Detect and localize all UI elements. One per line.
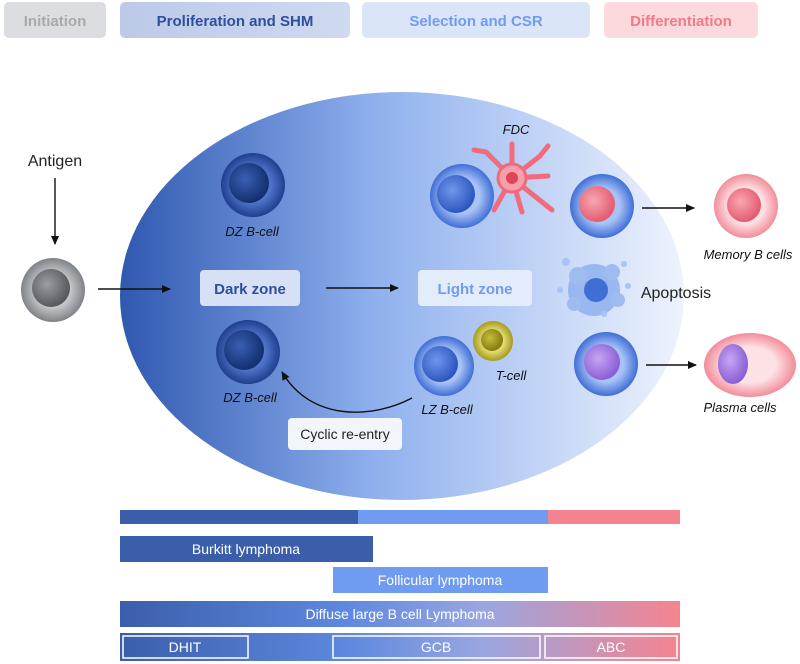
cyclic-reentry-box (288, 418, 402, 450)
cyclic-reentry-arrow (281, 371, 413, 413)
t-cell (473, 321, 513, 361)
light-zone-box (418, 270, 532, 306)
memory-b-cells-label: Memory B cells (704, 247, 793, 262)
apoptotic-cell (557, 258, 631, 317)
follicular-lymphoma-label: Follicular lymphoma (378, 572, 503, 588)
dlbcl-bar (120, 601, 680, 627)
fdc-label: FDC (503, 122, 530, 137)
stage-selection-label: Selection and CSR (409, 13, 543, 30)
selected-b-cell-memory (570, 174, 634, 238)
memory-b-cell (714, 174, 778, 238)
antigen-label: Antigen (28, 153, 82, 170)
cyclic-reentry-label: Cyclic re-entry (300, 426, 389, 442)
light-zone-label: Light zone (438, 281, 513, 298)
dlbcl-label: Diffuse large B cell Lymphoma (305, 606, 494, 622)
stage-proliferation-label: Proliferation and SHM (157, 13, 314, 30)
stage-differentiation: Differentiation (604, 2, 758, 38)
dz-b-cell-bottom-label: DZ B-cell (223, 390, 278, 405)
dark-zone-label: Dark zone (214, 281, 286, 298)
dark-zone-box (200, 270, 300, 306)
plasma-cells-label: Plasma cells (704, 400, 777, 415)
burkitt-lymphoma-bar (120, 536, 373, 562)
dhit-box (122, 635, 249, 659)
stage-differentiation-label: Differentiation (630, 13, 732, 30)
stage-timeline-bar (120, 510, 680, 524)
gcb-label: GCB (421, 639, 451, 655)
burkitt-lymphoma-label: Burkitt lymphoma (192, 541, 300, 557)
apoptosis-label: Apoptosis (641, 285, 711, 302)
plasma-cell (704, 333, 796, 397)
dz-b-cell-top (221, 153, 285, 217)
dz-b-cell-bottom (216, 320, 280, 384)
lz-b-cell-fdc (430, 164, 494, 228)
subtype-bar (120, 633, 680, 661)
stage-initiation: Initiation (4, 2, 106, 38)
fdc-cell (471, 141, 555, 215)
dz-b-cell-top-label: DZ B-cell (225, 224, 280, 239)
t-cell-label: T-cell (496, 368, 528, 383)
naive-b-cell (21, 258, 85, 322)
stage-proliferation: Proliferation and SHM (120, 2, 350, 38)
dhit-label: DHIT (169, 639, 202, 655)
lz-b-cell (414, 336, 474, 396)
selected-b-cell-plasma (574, 332, 638, 396)
abc-box (544, 635, 678, 659)
gcb-box (332, 635, 541, 659)
stage-selection: Selection and CSR (362, 2, 590, 38)
follicular-lymphoma-bar (333, 567, 548, 593)
stage-initiation-label: Initiation (24, 13, 87, 30)
lz-b-cell-label: LZ B-cell (421, 402, 473, 417)
abc-label: ABC (597, 639, 626, 655)
